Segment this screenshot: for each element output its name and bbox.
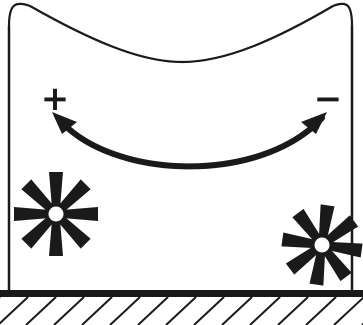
- hatch-line: [222, 297, 252, 325]
- hatch-line: [166, 297, 196, 325]
- curved-double-arrow: [58, 118, 322, 166]
- hatch-line: [334, 297, 363, 325]
- right-asterisk-icon: [281, 204, 362, 285]
- hatch-line: [82, 297, 112, 325]
- hatch-line: [278, 297, 308, 325]
- minus-sign-label: −: [314, 79, 343, 119]
- plus-sign-label: +: [41, 79, 70, 119]
- hatch-line: [0, 297, 28, 325]
- hatch-line: [306, 297, 336, 325]
- hatch-line: [110, 297, 140, 325]
- hatch-line: [194, 297, 224, 325]
- curved-top-surface: [9, 4, 352, 62]
- hatch-line: [26, 297, 56, 325]
- hatch-line: [138, 297, 168, 325]
- left-asterisk-icon: [14, 172, 98, 256]
- hatch-line: [250, 297, 280, 325]
- ground-hatching: [0, 297, 363, 325]
- hatch-line: [54, 297, 84, 325]
- ground-line: [0, 290, 363, 297]
